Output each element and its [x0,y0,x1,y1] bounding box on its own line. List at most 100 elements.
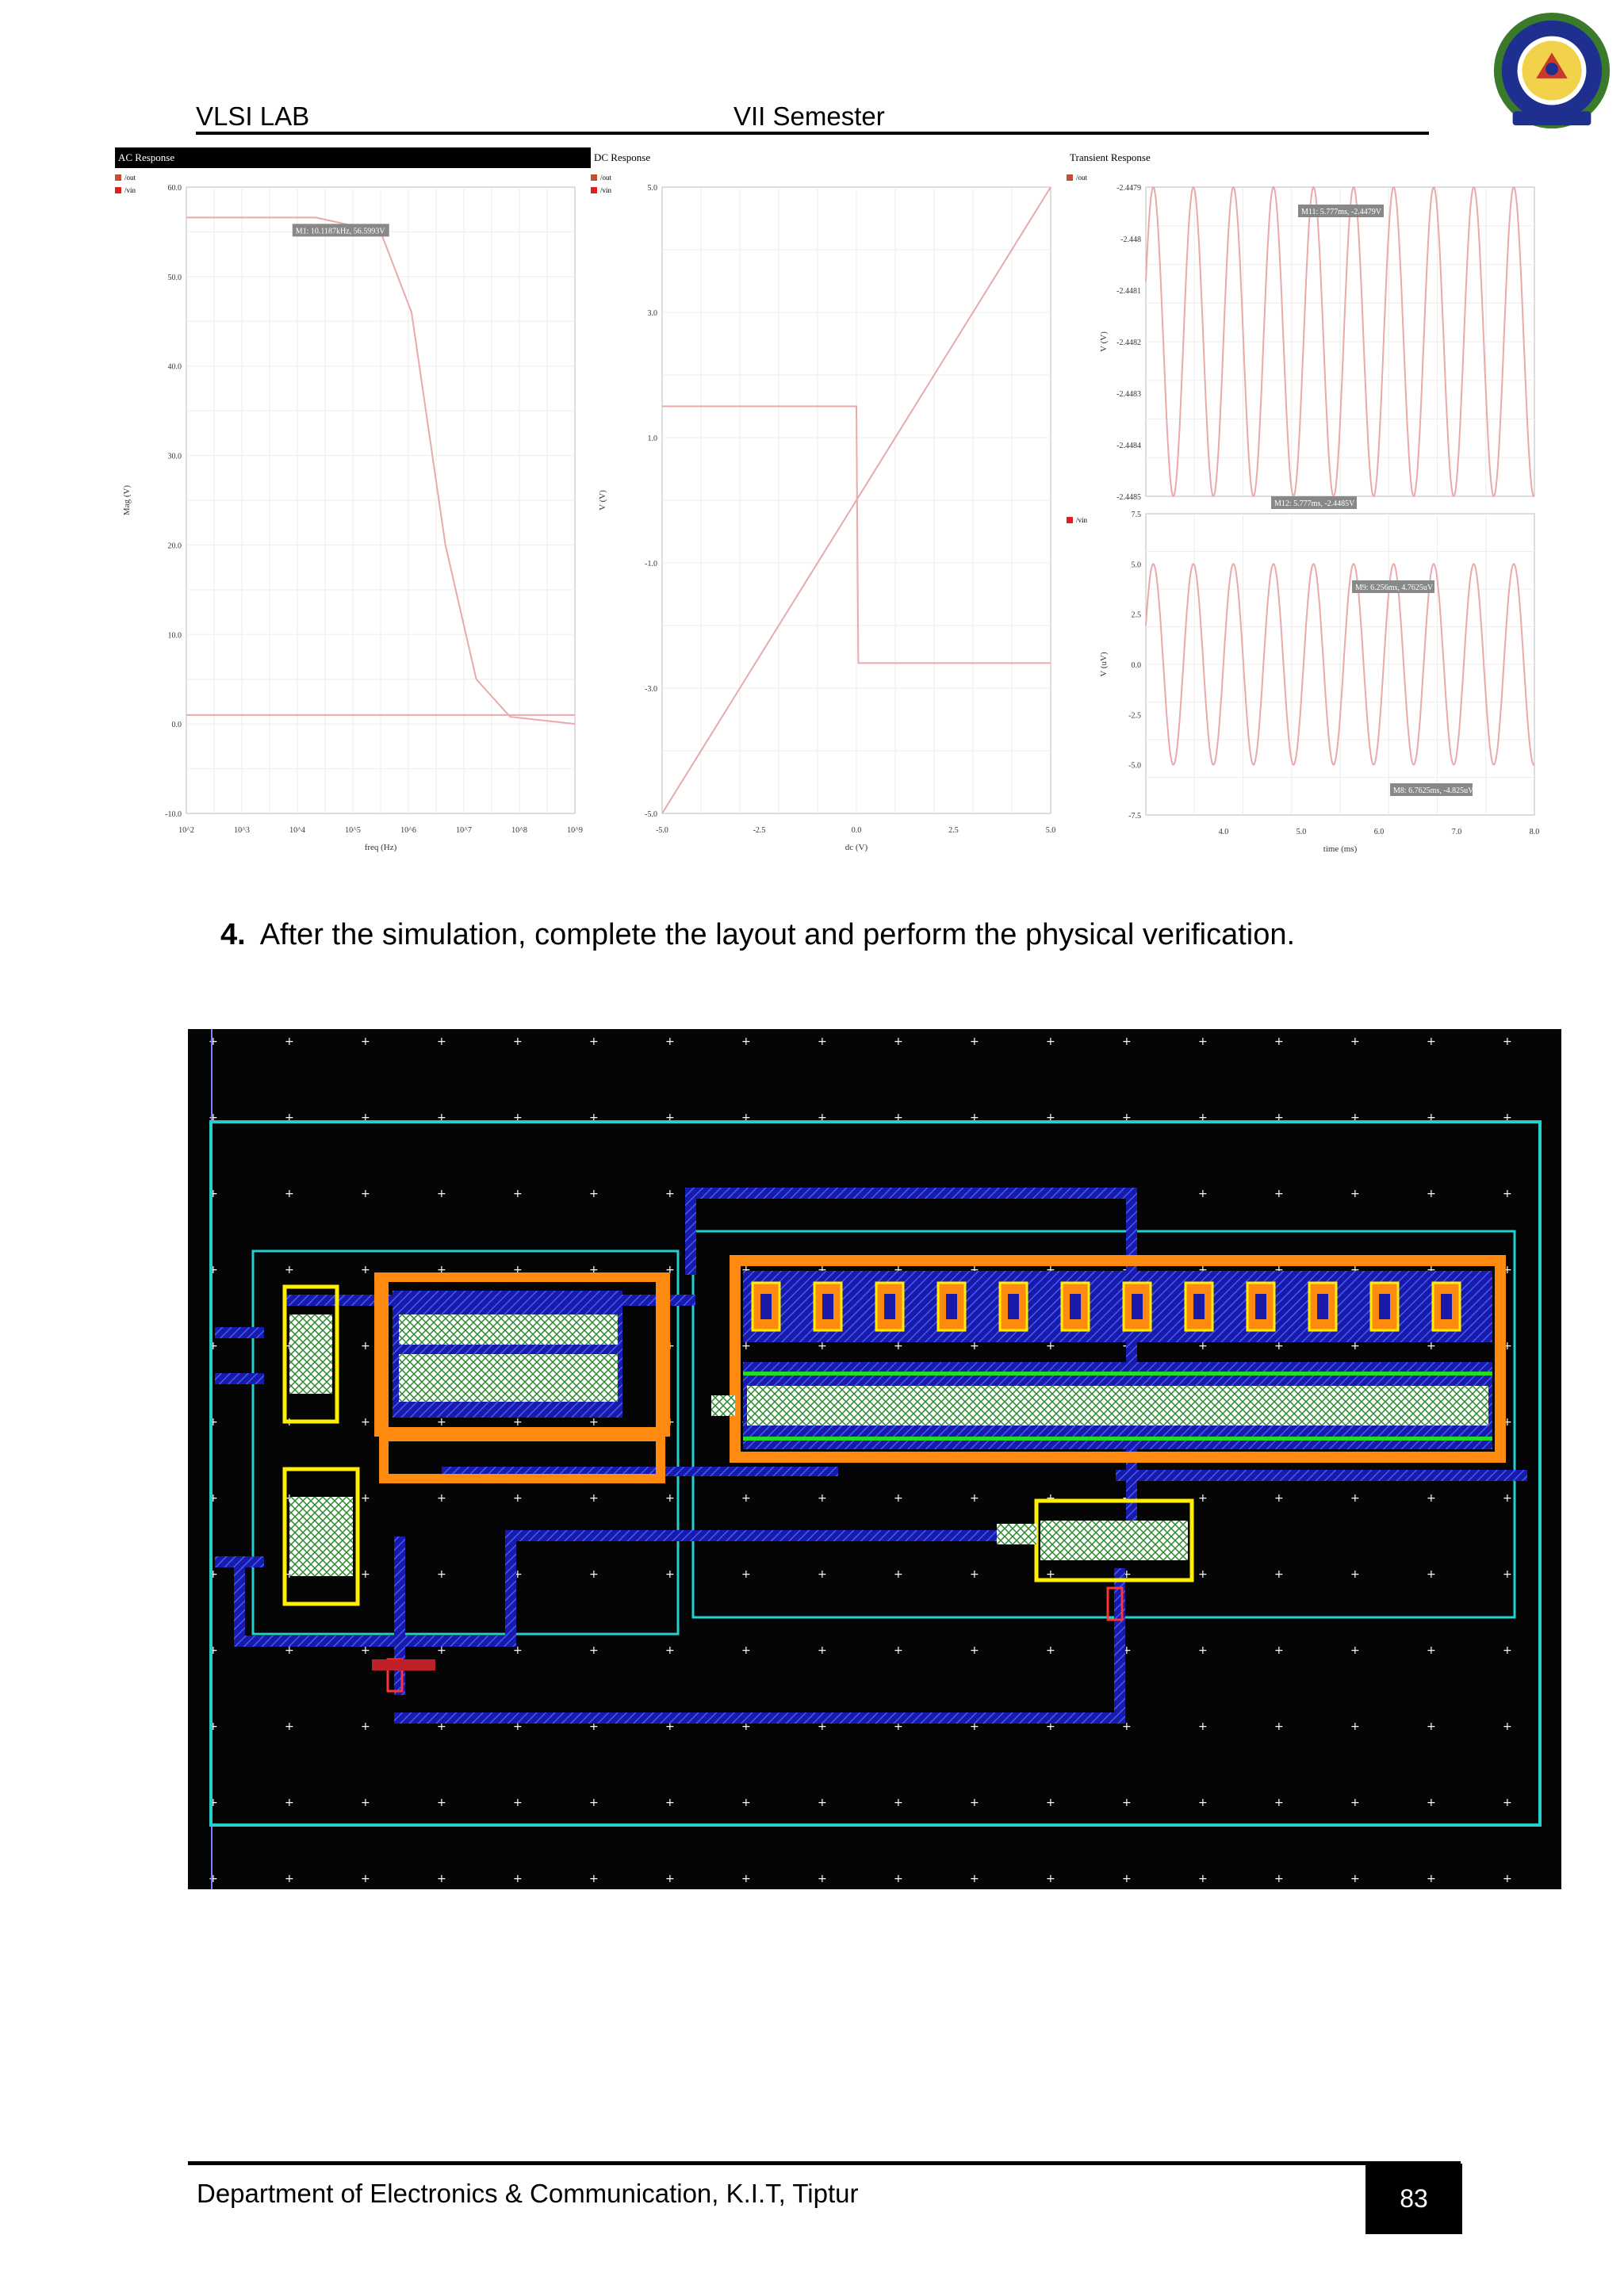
transient-legend: /out [1067,171,1087,184]
contact-via [760,1294,772,1319]
x-tick-label: 10^4 [289,826,305,835]
transient-legend-vin: /vin [1067,514,1087,526]
y-tick-label: 7.5 [1132,511,1142,519]
y-tick-label: 40.0 [168,363,182,372]
series-line-out [1145,186,1535,498]
layout-image: + [188,1029,1561,1889]
x-tick-label: 10^2 [178,826,194,835]
y-tick-label: -5.0 [645,810,657,819]
x-tick-label: 5.0 [1046,826,1056,835]
x-tick-label: 10^9 [567,826,583,835]
marker-box [1271,496,1357,509]
series-line-vin [1145,562,1535,767]
y-tick-label: 0.0 [172,721,182,729]
y-tick-label: -10.0 [165,810,182,819]
marker-label: M9: 6.256ms, 4.7625uV [1355,584,1434,592]
marker-label: M1: 10.1187kHz, 56.5993V [296,227,385,235]
y-tick-label: -1.0 [645,560,657,568]
x-tick-label: 2.5 [948,826,959,835]
y-axis-label: Mag (V) [122,485,132,516]
x-tick-label: 0.0 [852,826,862,835]
marker-label: M8: 6.7625ms, -4.825uV [1393,786,1474,795]
y-axis-label: V (uV) [1099,652,1109,677]
x-tick-label: 10^6 [400,826,416,835]
y-tick-label: 5.0 [648,184,658,193]
y-axis-label: V (V) [598,490,607,511]
step-instruction: 4. After the simulation, complete the lay… [220,918,1295,952]
x-tick-label: -5.0 [656,826,668,835]
marker-box [1298,205,1384,217]
contact-via [884,1294,895,1319]
legend-swatch [1067,174,1073,181]
step-text: After the simulation, complete the layou… [259,918,1296,951]
legend-swatch [115,174,121,181]
header-lab-title: VLSI LAB [196,101,310,131]
y-tick-label: -2.4485 [1116,493,1141,502]
legend-entry-out: /out [124,174,136,182]
x-tick-label: 7.0 [1452,828,1462,836]
legend-entry-vin: /vin [124,186,136,194]
y-tick-label: 10.0 [168,631,182,640]
contact-via [1255,1294,1266,1319]
transient-response-chart: -2.4479-2.448-2.4481-2.4482-2.4483-2.448… [1099,184,1539,854]
x-tick-label: 10^3 [234,826,250,835]
series-line-out [662,405,1051,664]
legend-entry-vin: /vin [600,186,612,194]
marker-label: M12: 5.777ms, -2.4485V [1274,499,1355,508]
series-line-vin [661,186,1051,814]
series-line-out [186,216,576,725]
y-tick-label: 60.0 [168,184,182,193]
marker-box [292,224,389,237]
y-tick-label: 3.0 [648,309,658,318]
dc-response-panel: DC Response /out /vin -5.0 -3.0 -1.0 1.0 3.0… [591,147,1067,877]
page-number: 83 [1365,2164,1462,2234]
y-tick-label: -2.4484 [1116,442,1141,450]
y-tick-label: 0.0 [1132,661,1142,670]
y-tick-label: -2.448 [1120,235,1141,244]
x-axis-label: dc (V) [845,843,868,852]
footer-rule [188,2161,1461,2165]
x-axis-label: freq (Hz) [365,843,397,852]
x-tick-label: 6.0 [1374,828,1385,836]
contact-via [1070,1294,1081,1319]
x-tick-label: 10^8 [511,826,527,835]
dc-response-title: DC Response [594,151,651,163]
step-number: 4. [220,918,246,951]
marker-box [1352,580,1434,593]
y-tick-label: 50.0 [168,274,182,282]
dc-legend: /out /vin [591,171,611,197]
y-tick-label: 5.0 [1132,561,1142,569]
y-tick-label: -7.5 [1128,812,1141,821]
legend-swatch [1067,517,1073,523]
legend-swatch [591,174,597,181]
transient-response-panel: Transient Response /out /vin -2.4479 -2.4… [1067,147,1546,877]
y-tick-label: -3.0 [645,685,657,694]
x-axis-label: time (ms) [1323,844,1358,854]
contact-cell [813,1281,843,1332]
legend-swatch [591,187,597,193]
y-tick-label: -2.4479 [1116,184,1141,193]
y-axis-label: V (V) [1099,331,1109,352]
ac-response-title: AC Response [115,147,591,168]
legend-entry-vin: /vin [1076,516,1088,524]
y-tick-label: -2.4482 [1116,339,1141,347]
footer-department: Department of Electronics & Communicatio… [197,2179,859,2208]
contact-via [1317,1294,1328,1319]
y-tick-label: 1.0 [648,434,658,443]
x-tick-label: 4.0 [1219,828,1229,836]
transient-response-title: Transient Response [1070,151,1151,163]
x-tick-label: 10^5 [345,826,361,835]
y-tick-label: -2.4481 [1116,287,1141,296]
contact-via [822,1294,833,1319]
legend-entry-out: /out [600,174,612,182]
x-tick-label: 10^7 [456,826,472,835]
x-tick-label: 5.0 [1297,828,1307,836]
contact-via [1008,1294,1019,1319]
header-rule [196,132,1429,135]
legend-entry-out: /out [1076,174,1088,182]
contact-via [946,1294,957,1319]
marker-box [1390,783,1473,796]
